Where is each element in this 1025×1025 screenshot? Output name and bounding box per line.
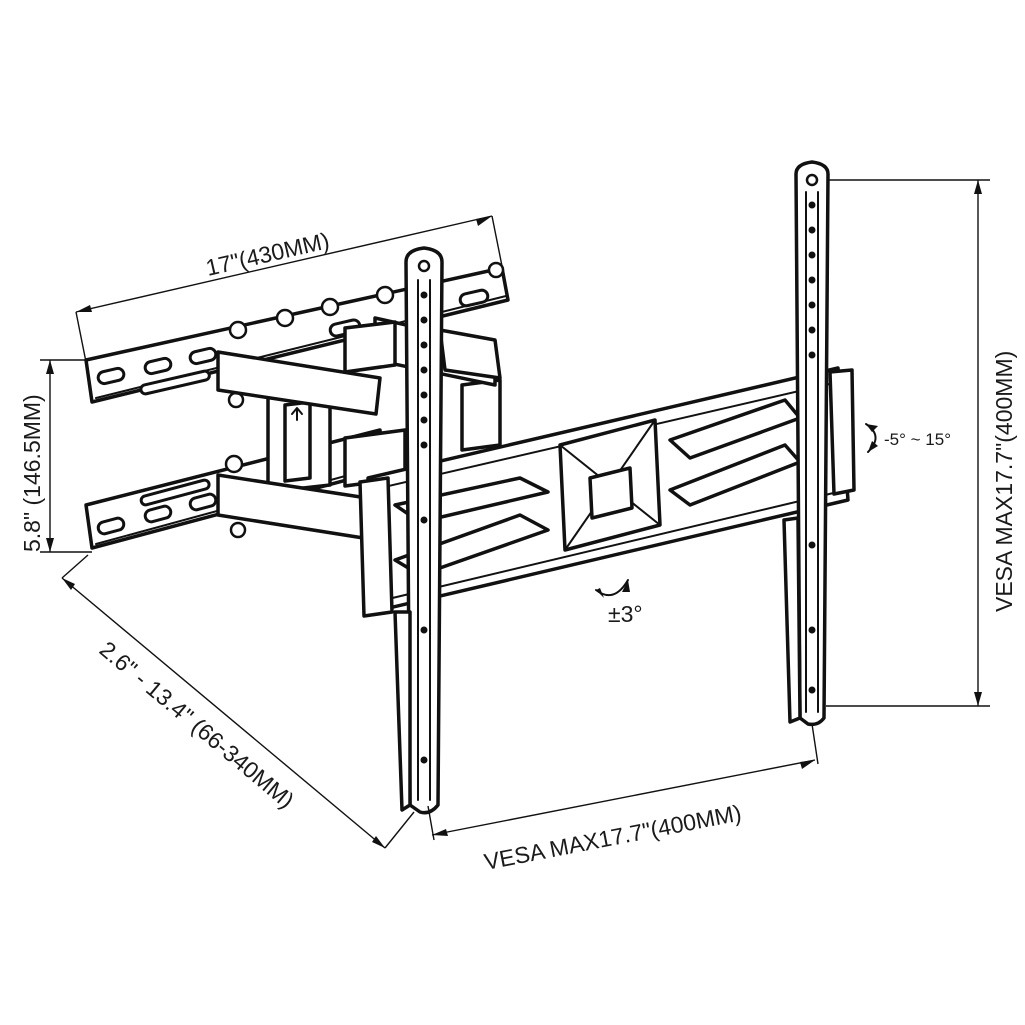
tilt-label: -5° ~ 15°: [884, 430, 951, 449]
hinge-column: [266, 378, 502, 494]
wall-plate-height-label: 5.8" (146.5MM): [19, 394, 45, 552]
rotation-adjustment: ±3°: [595, 579, 643, 627]
vesa-vertical-label: VESA MAX17.7"(400MM): [991, 351, 1017, 612]
left-vesa-bracket: [393, 246, 444, 815]
dim-vesa-vertical: VESA MAX17.7"(400MM): [826, 179, 1017, 707]
rotation-label: ±3°: [608, 601, 643, 627]
dim-wall-plate-height: 5.8" (146.5MM): [19, 359, 92, 553]
dim-vesa-horizontal: VESA MAX17.7"(400MM): [427, 723, 819, 875]
vesa-horizontal-label: VESA MAX17.7"(400MM): [482, 800, 743, 875]
wall-plate-width-label: 17"(430MM): [203, 227, 331, 281]
extension-range-label: 2.6" - 13.4" (66-340MM): [95, 636, 300, 814]
tilt-adjustment: -5° ~ 15°: [865, 423, 951, 453]
dim-extension-range: 2.6" - 13.4" (66-340MM): [61, 554, 415, 849]
right-vesa-bracket: [782, 160, 830, 727]
